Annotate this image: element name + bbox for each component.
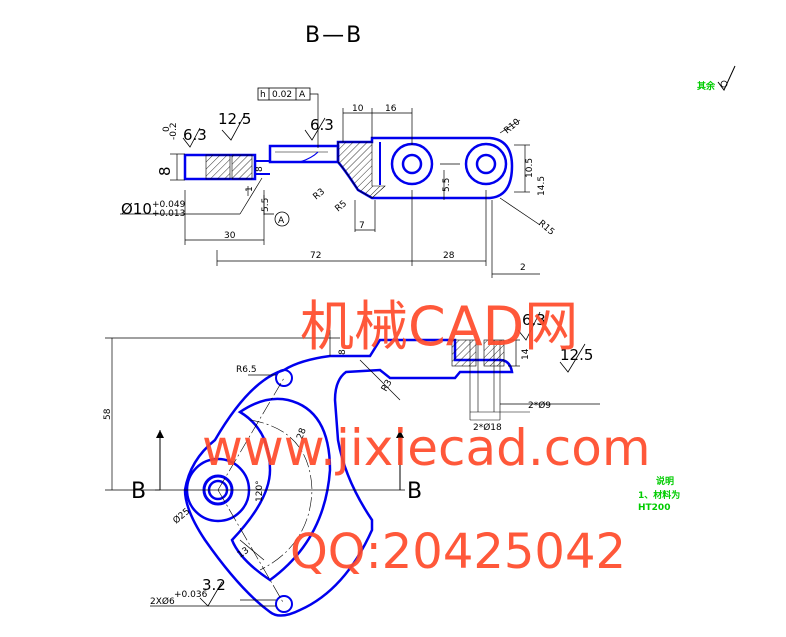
notes-heading: 说明 (656, 475, 674, 487)
roughness-rest-symbol: 其余 (697, 65, 736, 92)
dim-30: 30 (224, 231, 236, 241)
roughness-top-c: 6.3 (310, 116, 334, 134)
dim-8-small: 8 (255, 166, 265, 172)
datum-symbol: A (264, 211, 290, 227)
dim-hole-tol: +0.036 (174, 590, 208, 600)
roughness-front-f: 3.2 (202, 576, 226, 594)
dim-13: 13 (236, 546, 251, 561)
dim-bore: Ø10 (121, 200, 152, 218)
hatch-region-left (205, 154, 231, 180)
roughness-top-b: 12.5 (218, 110, 251, 128)
dim-5-5: 5.5 (261, 198, 271, 212)
front-view-slot-outline (230, 397, 332, 582)
dim-1: 1 (245, 186, 255, 192)
dim-thickness-8: 8 (156, 166, 174, 176)
top-view-bore-outer (390, 142, 434, 186)
top-view: h 0.02 A A 6.3 12.5 6.3 0 -0.2 8 1 8 5.5… (120, 87, 556, 278)
dim-28: 28 (443, 251, 455, 261)
dim-2: 2 (520, 263, 526, 273)
dim-2x18: 2*Ø18 (473, 422, 502, 433)
watermark-line-1: 机械CAD网 (300, 295, 578, 358)
gdt-symbol: h (260, 90, 266, 100)
hatch-region-boss (451, 339, 477, 367)
section-marker-right: B (407, 479, 422, 504)
front-view-hole-top (275, 369, 293, 387)
front-view: B B 58 R6.5 R3 8 14 6.3 12.5 2*Ø9 2*Ø18 (103, 311, 600, 617)
dim-front-r3: R3 (380, 378, 395, 393)
top-view-bore-inner (401, 153, 423, 175)
gdt-datum: A (299, 90, 306, 100)
dim-5-5-b: 5.5 (442, 178, 452, 192)
gdt-frame: h 0.02 A (257, 87, 319, 148)
dim-hole-callout: 2XØ6 (150, 596, 175, 607)
dim-10-5: 10.5 (525, 158, 535, 178)
technical-notes: 说明 1、材料为 HT200 (638, 475, 680, 513)
gdt-tolerance: 0.02 (272, 90, 292, 100)
dim-r6-5: R6.5 (236, 365, 257, 375)
roughness-symbols-top (182, 115, 326, 148)
dim-front-28: 28 (295, 427, 308, 441)
roughness-front-e: 12.5 (560, 346, 593, 364)
tolerance-lower-text: -0.2 (169, 122, 179, 140)
front-view-body-outline (183, 338, 514, 617)
dim-16: 16 (385, 104, 397, 114)
roughness-front-d: 6.3 (522, 311, 546, 329)
dim-bore-tol-upper: +0.049 (152, 200, 186, 210)
dim-r5: R5 (334, 199, 350, 214)
dim-7: 7 (359, 221, 365, 231)
datum-label: A (278, 216, 285, 226)
roughness-symbol-front-3 (199, 581, 223, 607)
top-view-pin-outer (464, 142, 508, 186)
notes-line-2: HT200 (638, 503, 670, 513)
notes-line-1: 1、材料为 (638, 489, 680, 501)
dim-front-8: 8 (338, 349, 348, 355)
top-view-dimension-lines (120, 108, 541, 278)
front-view-hole-bottom (275, 595, 293, 613)
dim-r3: R3 (312, 187, 328, 202)
roughness-symbol-front-2 (559, 343, 586, 373)
front-view-dimension-lines (105, 330, 600, 607)
watermark: 机械CAD网 www.jixiecad.com QQ:20425042 (202, 295, 651, 580)
watermark-line-3: QQ:20425042 (290, 524, 626, 580)
roughness-symbol-front-1 (517, 311, 541, 341)
dim-14-5: 14.5 (537, 176, 547, 196)
hatch-region-left-2 (231, 154, 253, 180)
dim-10: 10 (352, 104, 364, 114)
hatch-region-mid (337, 141, 386, 199)
roughness-rest-label: 其余 (697, 80, 716, 92)
dim-2x9: 2*Ø9 (528, 400, 551, 411)
dim-angle-120: 120° (255, 480, 265, 502)
watermark-line-2: www.jixiecad.com (202, 419, 651, 477)
dim-bore-tol-lower: +0.013 (152, 209, 185, 219)
dim-58: 58 (103, 408, 113, 420)
dim-front-14: 14 (521, 348, 531, 360)
section-title: B—B (305, 23, 363, 48)
dim-72: 72 (310, 251, 321, 261)
section-marker-left: B (131, 479, 146, 504)
top-view-pin-inner (475, 153, 497, 175)
dim-r15: R15 (536, 219, 556, 238)
roughness-top-a: 6.3 (183, 126, 207, 144)
tolerance-upper-text: 0 (162, 126, 172, 132)
